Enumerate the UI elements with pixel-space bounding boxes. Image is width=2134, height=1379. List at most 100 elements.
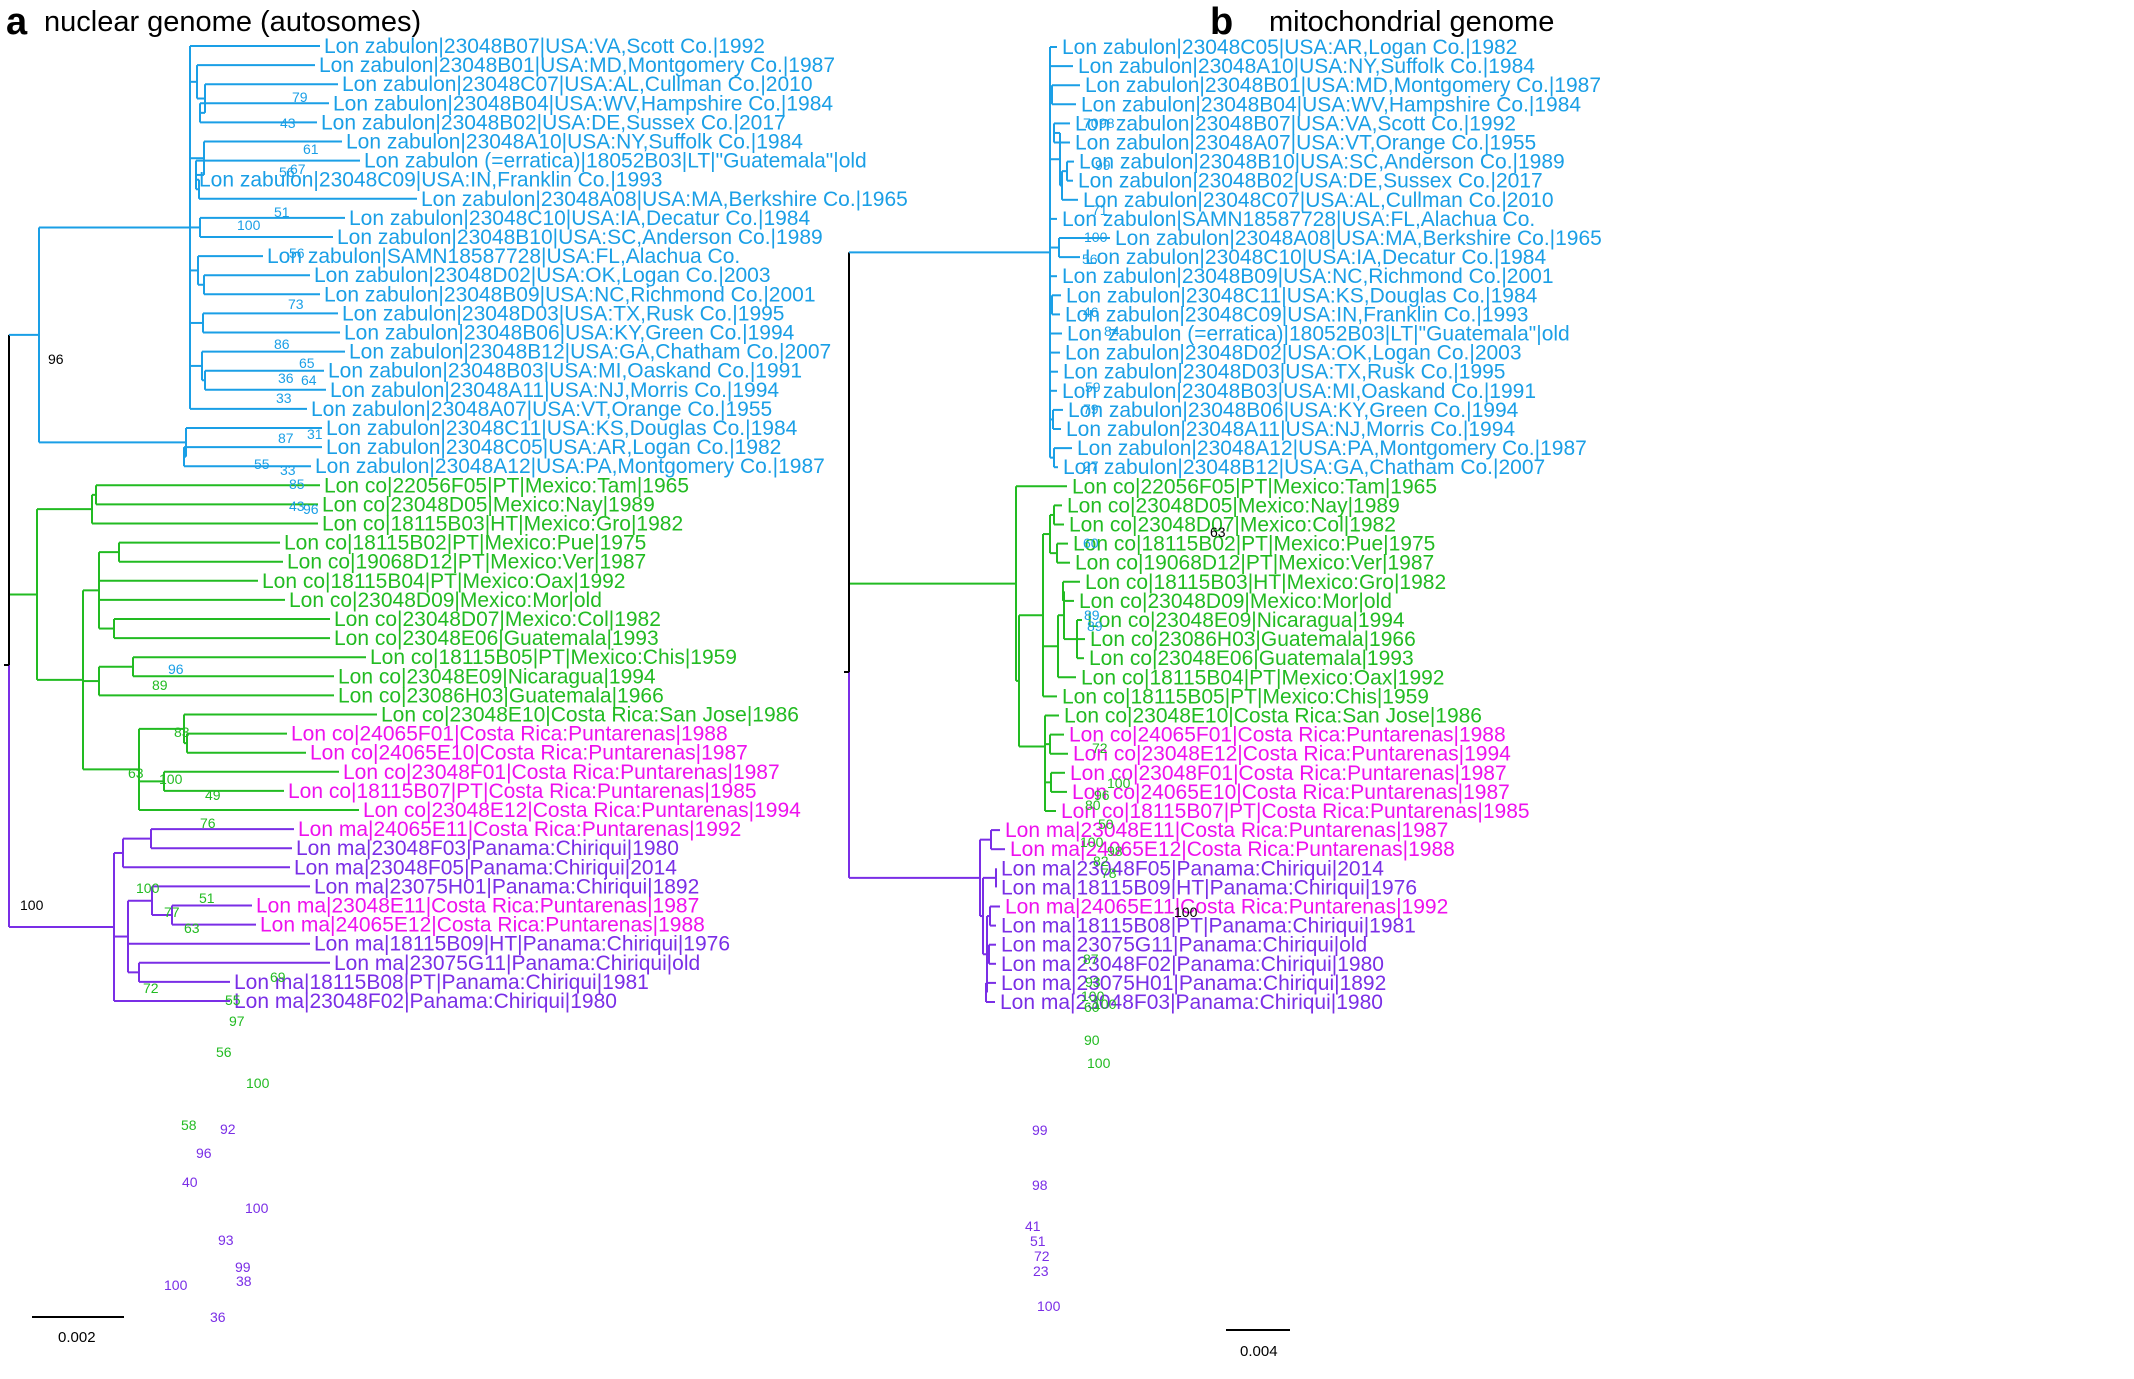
leaf-label: Lon zabulon|23048B03|USA:MI,Oaskand Co.|… <box>328 360 802 383</box>
leaf-label: Lon co|24065E10|Costa Rica:Puntarenas|19… <box>310 742 748 765</box>
support-value: 90 <box>1084 1032 1100 1048</box>
leaf-label: Lon zabulon|23048B09|USA:NC,Richmond Co.… <box>1062 265 1554 288</box>
leaf-label: Lon zabulon|23048C07|USA:AL,Cullman Co.|… <box>1083 189 1554 212</box>
leaf-label: Lon ma|23075G11|Panama:Chiriqui|old <box>1001 934 1367 957</box>
leaf-label: Lon zabulon|23048D02|USA:OK,Logan Co.|20… <box>1065 342 1522 365</box>
leaf-label: Lon co|18115B04|PT|Mexico:Oax|1992 <box>1081 666 1445 689</box>
leaf-label: Lon zabulon|23048B04|USA:WV,Hampshire Co… <box>333 92 833 115</box>
leaf-label: Lon co|18115B07|PT|Costa Rica:Puntarenas… <box>288 780 757 803</box>
leaf-label: Lon co|18115B05|PT|Mexico:Chis|1959 <box>370 646 737 669</box>
leaf-label: Lon zabulon|23048C05|USA:AR,Logan Co.|19… <box>1062 36 1517 59</box>
leaf-label: Lon zabulon|23048B02|USA:DE,Sussex Co.|2… <box>321 111 786 134</box>
leaf-label: Lon zabulon|23048A11|USA:NJ,Morris Co.|1… <box>1066 418 1515 441</box>
leaf-label: Lon ma|24065E11|Costa Rica:Puntarenas|19… <box>298 818 741 841</box>
panel-a-leaf-labels: Lon zabulon|23048B07|USA:VA,Scott Co.|19… <box>199 35 908 1013</box>
leaf-label: Lon zabulon|23048B07|USA:VA,Scott Co.|19… <box>324 35 765 58</box>
support-value: 86 <box>274 336 290 352</box>
support-value: 93 <box>218 1232 234 1248</box>
panel-a: a nuclear genome (autosomes) Lon zabulon… <box>4 1 908 1346</box>
leaf-label: Lon co|23048E12|Costa Rica:Puntarenas|19… <box>1073 743 1511 766</box>
support-value: 79 <box>292 89 308 105</box>
support-value: 40 <box>182 1174 198 1190</box>
support-value: 100 <box>159 771 183 787</box>
leaf-label: Lon zabulon|23048C10|USA:IA,Decatur Co.|… <box>349 207 810 230</box>
leaf-label: Lon zabulon (=erratica)|18052B03|LT|"Gua… <box>1067 323 1570 346</box>
leaf-label: Lon zabulon|23048A12|USA:PA,Montgomery C… <box>1077 437 1587 460</box>
support-value: 38 <box>236 1273 252 1289</box>
leaf-label: Lon co|24065F01|Costa Rica:Puntarenas|19… <box>291 723 728 746</box>
leaf-label: Lon co|23048E09|Nicaragua|1994 <box>338 665 656 688</box>
leaf-label: Lon ma|23048E11|Costa Rica:Puntarenas|19… <box>1005 819 1448 842</box>
leaf-label: Lon ma|18115B08|PT|Panama:Chiriqui|1981 <box>1001 915 1416 938</box>
leaf-label: Lon co|23048E10|Costa Rica:San Jose|1986 <box>381 704 799 727</box>
leaf-label: Lon co|23048E10|Costa Rica:San Jose|1986 <box>1064 705 1482 728</box>
support-value: 65 <box>299 355 315 371</box>
leaf-label: Lon zabulon|23048B01|USA:MD,Montgomery C… <box>319 54 835 77</box>
leaf-label: Lon co|23048D09|Mexico:Mor|old <box>1079 590 1392 613</box>
leaf-label: Lon zabulon|23048C09|USA:IN,Franklin Co.… <box>199 169 663 192</box>
support-value: 67 <box>290 161 306 177</box>
support-value: 56 <box>216 1044 232 1060</box>
support-value: 63 <box>1210 524 1226 540</box>
support-value: 64 <box>301 372 317 388</box>
leaf-label: Lon zabulon|23048A11|USA:NJ,Morris Co.|1… <box>330 379 779 402</box>
leaf-label: Lon co|23048F01|Costa Rica:Puntarenas|19… <box>343 761 780 784</box>
leaf-label: Lon zabulon|23048A10|USA:NY,Suffolk Co.|… <box>1078 55 1535 78</box>
support-value: 85 <box>289 476 305 492</box>
support-value: 100 <box>245 1200 269 1216</box>
leaf-label: Lon zabulon|23048B06|USA:KY,Green Co.|19… <box>1068 399 1519 422</box>
leaf-label: Lon zabulon|23048A07|USA:VT,Orange Co.|1… <box>311 398 772 421</box>
leaf-label: Lon co|23048D07|Mexico:Col|1982 <box>1069 514 1396 537</box>
panel-a-letter: a <box>6 1 28 43</box>
leaf-label: Lon co|24065F01|Costa Rica:Puntarenas|19… <box>1069 724 1506 747</box>
support-value: 89 <box>1087 618 1103 634</box>
support-value: 99 <box>1032 1122 1048 1138</box>
scale-bar-label: 0.002 <box>58 1329 96 1346</box>
support-value: 60 <box>1084 999 1100 1015</box>
leaf-label: Lon zabulon|23048C05|USA:AR,Logan Co.|19… <box>326 436 781 459</box>
support-value: 58 <box>181 1117 197 1133</box>
support-value: 80 <box>1085 797 1101 813</box>
support-value: 82 <box>1093 853 1109 869</box>
leaf-label: Lon co|18115B05|PT|Mexico:Chis|1959 <box>1062 685 1429 708</box>
support-value: 96 <box>48 351 64 367</box>
panel-b-leaf-labels: Lon zabulon|23048C05|USA:AR,Logan Co.|19… <box>1000 36 1602 1014</box>
support-value: 36 <box>278 370 294 386</box>
support-value: 70 <box>1083 115 1099 131</box>
leaf-label: Lon ma|18115B09|HT|Panama:Chiriqui|1976 <box>1001 876 1417 899</box>
leaf-label: Lon ma|23048F05|Panama:Chiriqui|2014 <box>1001 857 1384 880</box>
leaf-label: Lon co|23086H03|Guatemala|1966 <box>1090 628 1416 651</box>
leaf-label: Lon zabulon|SAMN18587728|USA:FL,Alachua … <box>1062 208 1535 231</box>
support-value: 69 <box>270 969 286 985</box>
leaf-label: Lon ma|23048F02|Panama:Chiriqui|1980 <box>234 990 617 1013</box>
leaf-label: Lon zabulon|23048A10|USA:NY,Suffolk Co.|… <box>346 131 803 154</box>
leaf-label: Lon co|22056F05|PT|Mexico:Tam|1965 <box>324 474 689 497</box>
leaf-label: Lon zabulon|23048B02|USA:DE,Sussex Co.|2… <box>1078 170 1543 193</box>
support-value: 72 <box>1034 1248 1050 1264</box>
support-value: 98 <box>1032 1177 1048 1193</box>
panel-b-scale-bar: 0.004 <box>1226 1329 1290 1360</box>
support-value: 51 <box>274 204 290 220</box>
leaf-label: Lon co|24065E10|Costa Rica:Puntarenas|19… <box>1072 781 1510 804</box>
support-value: 43 <box>289 498 305 514</box>
support-value: 72 <box>143 980 159 996</box>
support-value: 76 <box>200 815 216 831</box>
leaf-label: Lon ma|24065E12|Costa Rica:Puntarenas|19… <box>1010 838 1455 861</box>
leaf-label: Lon co|18115B02|PT|Mexico:Pue|1975 <box>284 532 646 555</box>
support-value: 84 <box>1104 323 1120 339</box>
support-value: 79 <box>1083 401 1099 417</box>
support-value: 71 <box>1092 202 1108 218</box>
panel-a-branches <box>4 45 417 1002</box>
leaf-label: Lon ma|24065E11|Costa Rica:Puntarenas|19… <box>1005 896 1448 919</box>
support-value: 61 <box>303 141 319 157</box>
leaf-label: Lon zabulon (=erratica)|18052B03|LT|"Gua… <box>364 150 867 173</box>
leaf-label: Lon zabulon|23048B06|USA:KY,Green Co.|19… <box>344 322 795 345</box>
leaf-label: Lon zabulon|23048C11|USA:KS,Douglas Co.|… <box>326 417 798 440</box>
support-value: 56 <box>279 164 295 180</box>
support-value: 100 <box>1107 775 1131 791</box>
panel-a-scale-bar: 0.002 <box>32 1316 124 1346</box>
leaf-label: Lon co|23048D05|Mexico:Nay|1989 <box>1067 494 1400 517</box>
leaf-label: Lon co|18115B03|HT|Mexico:Gro|1982 <box>322 513 683 536</box>
leaf-label: Lon zabulon|23048B01|USA:MD,Montgomery C… <box>1085 74 1601 97</box>
